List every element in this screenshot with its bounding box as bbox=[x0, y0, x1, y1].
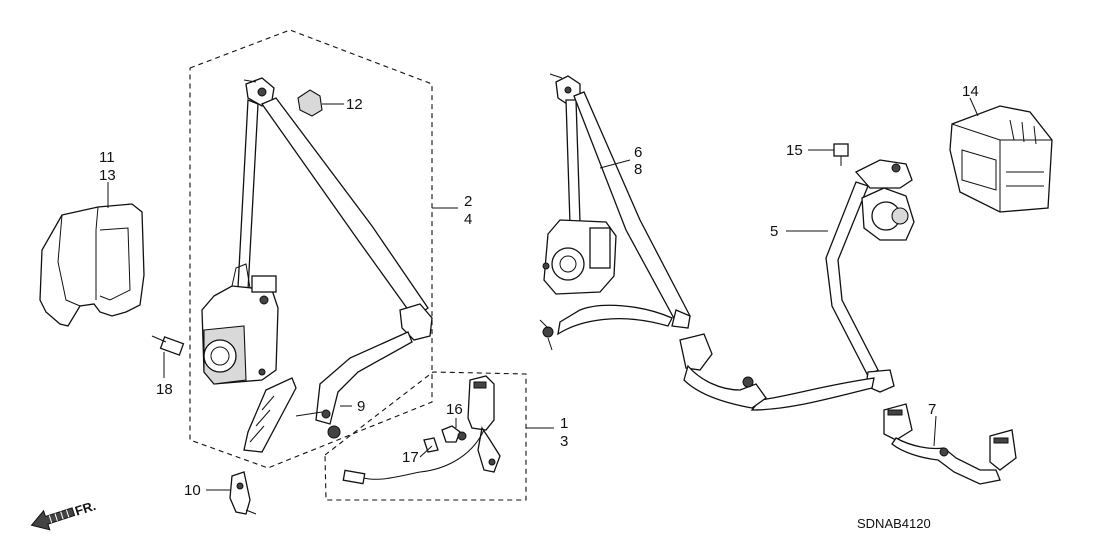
callout-7: 7 bbox=[928, 401, 936, 418]
rear-center-belt bbox=[679, 159, 915, 411]
rear-buckle-pair bbox=[883, 403, 1017, 485]
callout-18: 18 bbox=[156, 381, 173, 398]
anchor-nut bbox=[327, 425, 341, 439]
bracket-10 bbox=[229, 471, 257, 515]
callout-4: 4 bbox=[464, 211, 472, 228]
callout-5: 5 bbox=[770, 223, 778, 240]
callout-13: 13 bbox=[99, 167, 116, 184]
direction-label: FR. bbox=[73, 498, 98, 519]
callout-15: 15 bbox=[786, 142, 803, 159]
callout-17: 17 bbox=[402, 449, 419, 466]
callout-9: 9 bbox=[357, 398, 365, 415]
callout-3: 3 bbox=[560, 433, 568, 450]
rear-outer-belt bbox=[539, 73, 691, 351]
group-box-front-belt bbox=[189, 29, 433, 469]
leader-lines bbox=[107, 97, 979, 491]
front-buckle bbox=[342, 375, 501, 485]
belt-cover-tray bbox=[949, 105, 1053, 213]
front-belt-assembly bbox=[201, 77, 433, 453]
pillar-trim-cover bbox=[39, 203, 145, 327]
diagram-code: SDNAB4120 bbox=[857, 516, 931, 531]
callout-2: 2 bbox=[464, 193, 472, 210]
front-direction-arrow: FR. bbox=[30, 498, 98, 531]
group-box-buckle bbox=[324, 371, 527, 501]
bolt-15 bbox=[833, 143, 849, 166]
callout-16: 16 bbox=[446, 401, 463, 418]
callout-11: 11 bbox=[99, 149, 115, 166]
bolt-18 bbox=[151, 335, 185, 356]
anchor-cap bbox=[297, 89, 323, 117]
callout-14: 14 bbox=[962, 83, 979, 100]
callout-6: 6 bbox=[634, 144, 642, 161]
callout-12: 12 bbox=[346, 96, 363, 113]
callout-8: 8 bbox=[634, 161, 642, 178]
callout-10: 10 bbox=[184, 482, 201, 499]
callout-1: 1 bbox=[560, 415, 568, 432]
